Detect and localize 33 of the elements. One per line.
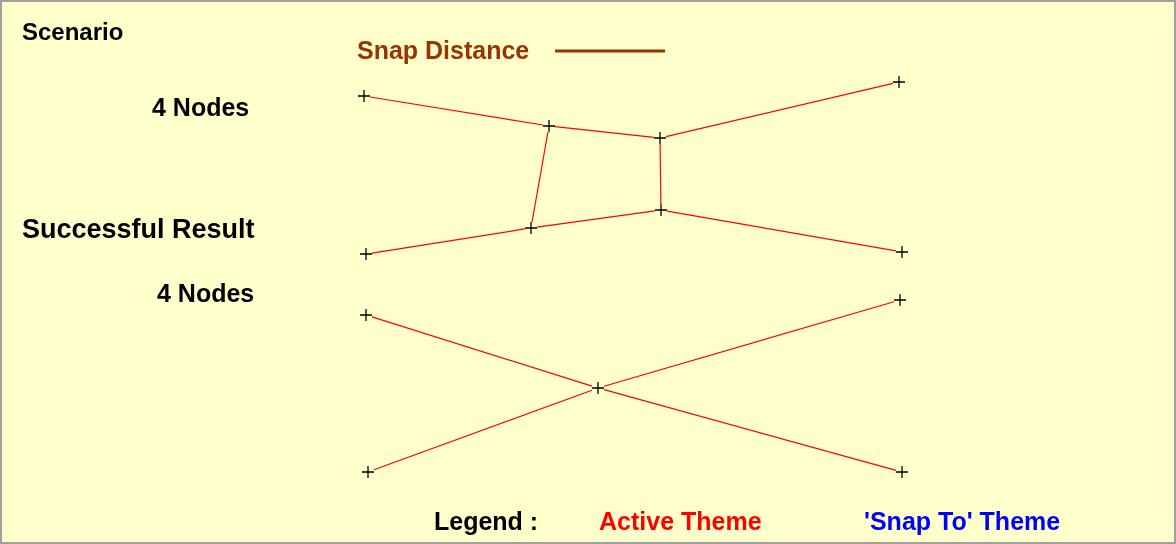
legend-label: 'Snap To' Theme [864, 509, 1061, 534]
line-segment [536, 210, 656, 228]
line-segment [531, 131, 549, 223]
caption-text: Scenario [22, 20, 124, 44]
vertex-cross [360, 309, 372, 321]
vertex-cross [893, 76, 905, 88]
line-segment [603, 389, 897, 471]
legend-label: Active Theme [599, 509, 762, 534]
line-segment [371, 316, 593, 387]
caption-text: Successful Result [22, 216, 255, 243]
line-segment [369, 96, 544, 126]
line-segment [371, 228, 526, 254]
vertex-cross [654, 132, 666, 144]
line-segment [665, 82, 894, 138]
legend-heading: Legend : [434, 509, 539, 534]
vertex-cross [655, 204, 667, 216]
line-segment [554, 126, 655, 138]
vertex-cross [894, 294, 906, 306]
caption-text: 4 Nodes [157, 281, 255, 306]
line-segment [373, 389, 593, 471]
line-segment [666, 210, 897, 252]
vertex-cross [362, 466, 374, 478]
legend-label: Snap Distance [357, 38, 530, 63]
line-segment [603, 301, 895, 387]
vertex-cross [358, 90, 370, 102]
vertex-cross [525, 222, 537, 234]
vertex-cross [543, 120, 555, 132]
vertex-cross [360, 248, 372, 260]
vertex-cross [896, 246, 908, 258]
caption-text: 4 Nodes [152, 95, 250, 120]
line-segment [659, 143, 662, 205]
vertex-cross [592, 382, 604, 394]
vertex-cross [896, 466, 908, 478]
